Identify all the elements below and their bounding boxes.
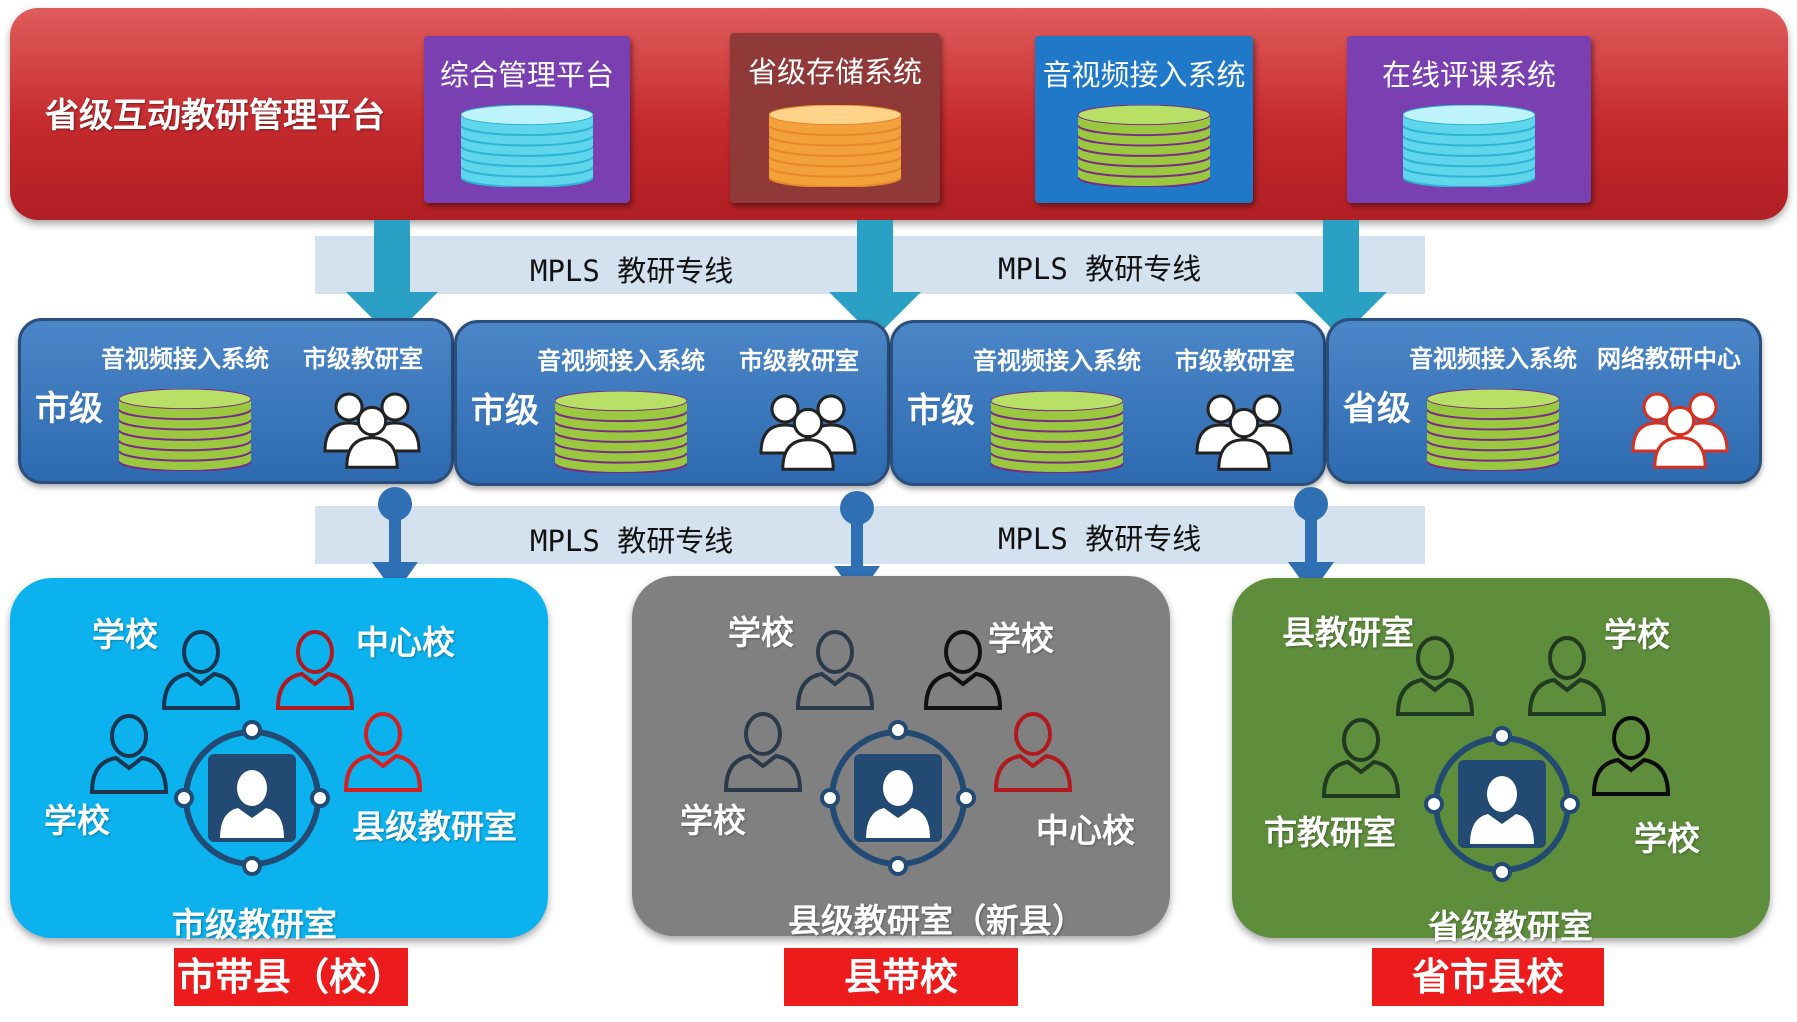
mode-tag-city-county: 市带县（校） <box>174 948 408 1006</box>
node-label-school: 学校 <box>1604 615 1670 654</box>
user-group-icon <box>753 383 863 487</box>
database-icon <box>460 104 594 191</box>
node-label-school: 学校 <box>728 613 794 652</box>
system-box-online-evaluation[interactable]: 在线评课系统 <box>1347 36 1591 203</box>
node-label-center-school: 中心校 <box>1036 811 1135 850</box>
database-icon <box>118 388 252 475</box>
database-icon <box>554 390 688 477</box>
person-icon <box>1318 714 1404 804</box>
user-group-icon <box>1625 381 1735 485</box>
node-label-county-office: 县级教研室 <box>352 807 517 846</box>
database-icon <box>1402 104 1536 191</box>
system-box-av-access[interactable]: 音视频接入系统 <box>1035 36 1253 203</box>
down-pin-arrow-icon <box>372 487 418 594</box>
person-icon <box>990 708 1076 798</box>
room-label: 市级教研室 <box>303 345 423 373</box>
system-label: 音视频接入系统 <box>101 345 269 373</box>
person-icon <box>158 626 244 716</box>
node-label-school: 学校 <box>680 801 746 840</box>
node-label-county-office-new: 县级教研室（新县） <box>788 901 1085 940</box>
system-label: 综合管理平台 <box>439 58 614 92</box>
mpls-label: MPLS 教研专线 <box>530 254 734 288</box>
node-label-provincial-office: 省级教研室 <box>1428 907 1593 946</box>
system-label: 音视频接入系统 <box>537 347 705 375</box>
node-label-school: 学校 <box>988 619 1054 658</box>
city-level-box-3[interactable]: 市级 音视频接入系统 市级教研室 <box>890 320 1326 486</box>
city-county-box[interactable]: 学校 中心校 学校 县级教研室 市级教研室 <box>10 578 548 944</box>
room-label: 市级教研室 <box>1175 347 1295 375</box>
person-icon <box>272 626 358 716</box>
central-user-hub-icon <box>818 718 978 882</box>
room-label: 市级教研室 <box>739 347 859 375</box>
province-city-county-school-box[interactable]: 县教研室 学校 市教研室 学校 省级教研室 <box>1232 578 1770 946</box>
person-icon <box>720 708 806 798</box>
user-group-icon <box>317 381 427 485</box>
provincial-level-box[interactable]: 省级 音视频接入系统 网络教研中心 <box>1326 318 1762 484</box>
central-user-hub-icon <box>1422 724 1582 888</box>
node-label-center-school: 中心校 <box>356 623 455 662</box>
mpls-label: MPLS 教研专线 <box>530 524 734 558</box>
room-label: 网络教研中心 <box>1597 345 1741 373</box>
person-icon <box>340 708 426 798</box>
level-label: 省级 <box>1343 389 1411 429</box>
node-label-city-office: 市教研室 <box>1264 813 1396 852</box>
system-box-comprehensive-management[interactable]: 综合管理平台 <box>424 36 630 203</box>
user-group-icon <box>1189 383 1299 487</box>
mode-tag-county-school: 县带校 <box>784 948 1018 1006</box>
node-label-school: 学校 <box>92 615 158 654</box>
down-arrow-icon <box>346 220 438 338</box>
database-icon <box>1077 104 1211 191</box>
city-level-box-2[interactable]: 市级 音视频接入系统 市级教研室 <box>454 320 890 486</box>
person-icon <box>1392 632 1478 722</box>
database-icon <box>990 390 1124 477</box>
node-label-school: 学校 <box>44 801 110 840</box>
system-label: 省级存储系统 <box>747 55 922 89</box>
node-label-school: 学校 <box>1634 819 1700 858</box>
level-label: 市级 <box>35 389 103 429</box>
level-label: 市级 <box>471 391 539 431</box>
down-arrow-icon <box>829 220 921 338</box>
mpls-label: MPLS 教研专线 <box>998 522 1202 556</box>
county-school-box[interactable]: 学校 学校 学校 中心校 县级教研室（新县） <box>632 576 1170 940</box>
database-icon <box>768 104 902 191</box>
system-box-provincial-storage[interactable]: 省级存储系统 <box>730 33 940 203</box>
node-label-county-office: 县教研室 <box>1282 613 1414 652</box>
person-icon <box>792 626 878 716</box>
down-arrow-icon <box>1295 220 1387 338</box>
person-icon <box>86 710 172 800</box>
person-icon <box>920 626 1006 716</box>
platform-title: 省级互动教研管理平台 <box>45 96 385 136</box>
node-label-city-office: 市级教研室 <box>172 905 337 944</box>
level-label: 市级 <box>907 391 975 431</box>
system-label: 在线评课系统 <box>1381 58 1556 92</box>
central-user-hub-icon <box>172 718 332 882</box>
mode-tag-province-city-county-school: 省市县校 <box>1372 948 1604 1006</box>
system-label: 音视频接入系统 <box>1042 58 1246 92</box>
person-icon <box>1524 632 1610 722</box>
system-label: 音视频接入系统 <box>1409 345 1577 373</box>
mpls-label: MPLS 教研专线 <box>998 252 1202 286</box>
city-level-box-1[interactable]: 市级 音视频接入系统 市级教研室 <box>18 318 454 484</box>
database-icon <box>1426 388 1560 475</box>
system-label: 音视频接入系统 <box>973 347 1141 375</box>
person-icon <box>1588 712 1674 802</box>
